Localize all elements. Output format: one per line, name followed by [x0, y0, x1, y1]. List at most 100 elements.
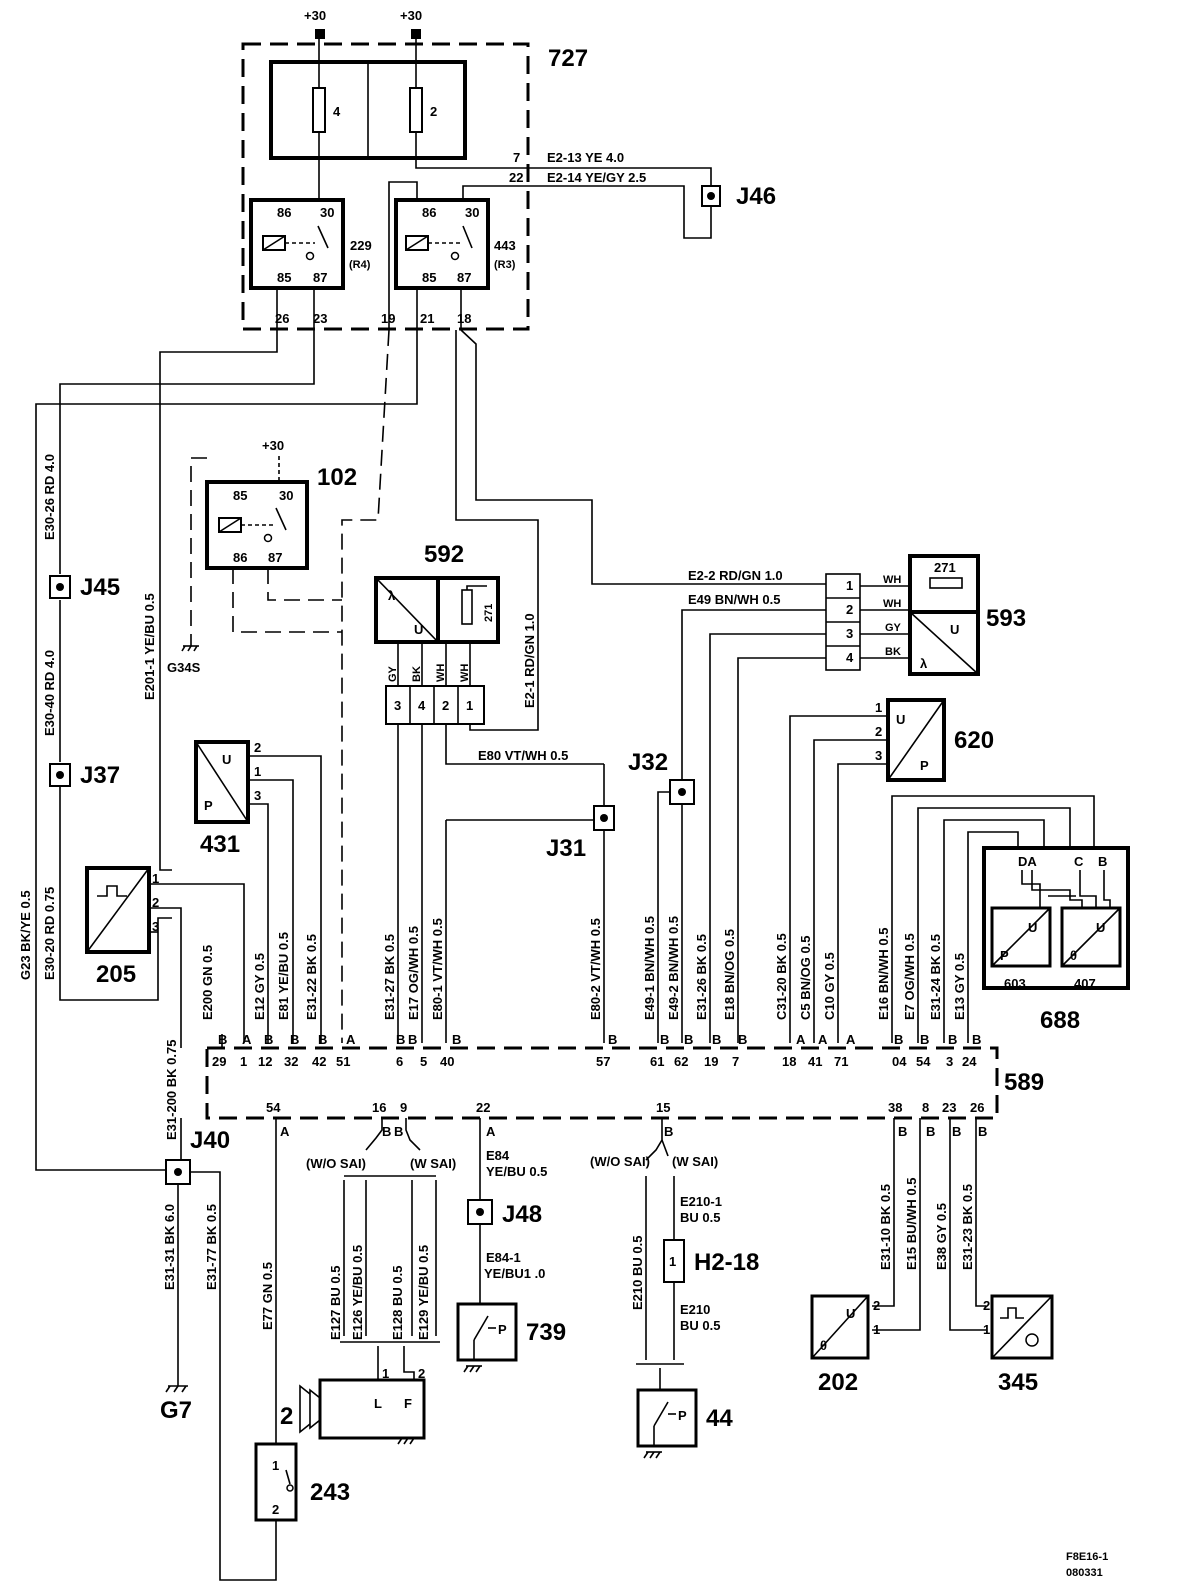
svg-text:GY: GY — [885, 622, 902, 634]
sensor-620: U P 1 2 3 620 — [875, 698, 994, 782]
svg-text:407: 407 — [1074, 976, 1096, 991]
svg-text:2: 2 — [152, 895, 159, 910]
svg-text:C5 BN/OG 0.5: C5 BN/OG 0.5 — [798, 935, 813, 1020]
ground-G7: G7 — [160, 1385, 192, 1424]
svg-text:E80-2 VT/WH 0.5: E80-2 VT/WH 0.5 — [588, 918, 603, 1020]
svg-text:E201-1 YE/BU 0.5: E201-1 YE/BU 0.5 — [142, 593, 157, 700]
svg-text:1: 1 — [669, 1254, 676, 1269]
svg-text:λ: λ — [920, 656, 928, 671]
svg-text:B: B — [218, 1032, 227, 1047]
svg-text:44: 44 — [706, 1405, 733, 1432]
svg-text:42: 42 — [312, 1054, 326, 1069]
svg-text:87: 87 — [313, 270, 327, 285]
svg-text:E2-2 RD/GN 1.0: E2-2 RD/GN 1.0 — [688, 568, 783, 583]
svg-text:86: 86 — [277, 205, 291, 220]
svg-text:A: A — [280, 1124, 290, 1139]
svg-text:J31: J31 — [546, 835, 586, 862]
svg-text:A: A — [346, 1032, 356, 1047]
svg-text:B: B — [318, 1032, 327, 1047]
sensor-44: P 44 — [636, 1388, 733, 1459]
sai-pump-2: 1 2 L F 2 — [280, 1366, 426, 1445]
svg-text:J45: J45 — [80, 574, 120, 601]
svg-text:21: 21 — [420, 311, 434, 326]
svg-text:2: 2 — [254, 740, 261, 755]
svg-text:BK: BK — [885, 646, 901, 658]
svg-text:1: 1 — [272, 1458, 279, 1473]
svg-text:B: B — [978, 1124, 987, 1139]
svg-text:E210 BU 0.5: E210 BU 0.5 — [630, 1236, 645, 1310]
svg-text:62: 62 — [674, 1054, 688, 1069]
svg-text:C: C — [1074, 854, 1084, 869]
svg-text:E38 GY 0.5: E38 GY 0.5 — [934, 1203, 949, 1270]
svg-text:5: 5 — [420, 1054, 427, 1069]
svg-text:19: 19 — [704, 1054, 718, 1069]
svg-text:3: 3 — [394, 698, 401, 713]
svg-text:229: 229 — [350, 238, 372, 253]
svg-text:E84-1: E84-1 — [486, 1250, 521, 1265]
svg-text:U: U — [950, 622, 959, 637]
svg-text:E30-26 RD 4.0: E30-26 RD 4.0 — [42, 454, 57, 540]
svg-text:YE/BU1 .0: YE/BU1 .0 — [484, 1266, 545, 1281]
svg-text:U: U — [1028, 920, 1037, 935]
svg-text:P: P — [920, 758, 929, 773]
svg-text:E31-24 BK 0.5: E31-24 BK 0.5 — [928, 934, 943, 1020]
svg-text:B: B — [952, 1124, 961, 1139]
svg-text:16: 16 — [372, 1100, 386, 1115]
ecu-top-pins: B29 A1 B12 B32 B42 A51 B6 B5 B40 B57 B61… — [212, 1032, 981, 1069]
svg-text:23: 23 — [942, 1100, 956, 1115]
svg-text:B: B — [738, 1032, 747, 1047]
svg-text:B: B — [898, 1124, 907, 1139]
svg-text:E49 BN/WH 0.5: E49 BN/WH 0.5 — [688, 592, 780, 607]
svg-text:22: 22 — [476, 1100, 490, 1115]
svg-text:102: 102 — [317, 464, 357, 491]
svg-text:7: 7 — [732, 1054, 739, 1069]
svg-text:3: 3 — [946, 1054, 953, 1069]
svg-text:1: 1 — [873, 1322, 880, 1337]
ecu-589 — [205, 1046, 999, 1120]
svg-text:E77 GN 0.5: E77 GN 0.5 — [260, 1262, 275, 1330]
svg-text:E2-1 RD/GN 1.0: E2-1 RD/GN 1.0 — [522, 613, 537, 708]
box-727-outline — [241, 42, 530, 331]
svg-text:85: 85 — [277, 270, 291, 285]
svg-text:30: 30 — [320, 205, 334, 220]
svg-text:86: 86 — [422, 205, 436, 220]
svg-text:YE/BU 0.5: YE/BU 0.5 — [486, 1164, 547, 1179]
svg-text:WH: WH — [883, 574, 901, 586]
switch-243: 1 2 243 — [254, 1442, 350, 1522]
svg-text:443: 443 — [494, 238, 516, 253]
sensor-688: DA C B U P U θ 603 407 688 — [982, 846, 1130, 1034]
relay-229: 86 30 85 87 229 (R4) — [249, 198, 372, 290]
svg-text:B: B — [972, 1032, 981, 1047]
svg-text:E200 GN 0.5: E200 GN 0.5 — [200, 945, 215, 1020]
svg-text:C10 GY 0.5: C10 GY 0.5 — [822, 952, 837, 1020]
connector-592-plug: 3 4 2 1 — [385, 685, 485, 725]
svg-text:1: 1 — [240, 1054, 247, 1069]
svg-text:GY: GY — [387, 665, 399, 682]
svg-text:40: 40 — [440, 1054, 454, 1069]
svg-text:J40: J40 — [190, 1127, 230, 1154]
svg-text:202: 202 — [818, 1369, 858, 1396]
svg-text:61: 61 — [650, 1054, 664, 1069]
svg-text:271: 271 — [483, 604, 495, 622]
svg-text:E128 BU 0.5: E128 BU 0.5 — [390, 1266, 405, 1340]
svg-text:E49-2 BN/WH 0.5: E49-2 BN/WH 0.5 — [666, 916, 681, 1020]
svg-text:30: 30 — [465, 205, 479, 220]
svg-text:8: 8 — [922, 1100, 929, 1115]
connector-J40: J40 — [165, 1127, 230, 1185]
sensor-431: U P 2 1 3 431 — [194, 740, 261, 858]
svg-text:E49-1 BN/WH 0.5: E49-1 BN/WH 0.5 — [642, 916, 657, 1020]
svg-text:C31-20 BK 0.5: C31-20 BK 0.5 — [774, 933, 789, 1020]
svg-text:3: 3 — [875, 748, 882, 763]
svg-text:H2-18: H2-18 — [694, 1249, 759, 1276]
svg-text:U: U — [846, 1306, 855, 1321]
svg-text:87: 87 — [268, 550, 282, 565]
supply-30-right: +30 — [400, 8, 422, 39]
svg-text:B: B — [394, 1124, 403, 1139]
svg-text:3: 3 — [846, 626, 853, 641]
svg-text:θ: θ — [1070, 948, 1077, 963]
svg-text:9: 9 — [400, 1100, 407, 1115]
connector-J46: J46 — [701, 183, 776, 210]
svg-text:41: 41 — [808, 1054, 822, 1069]
svg-text:B: B — [948, 1032, 957, 1047]
